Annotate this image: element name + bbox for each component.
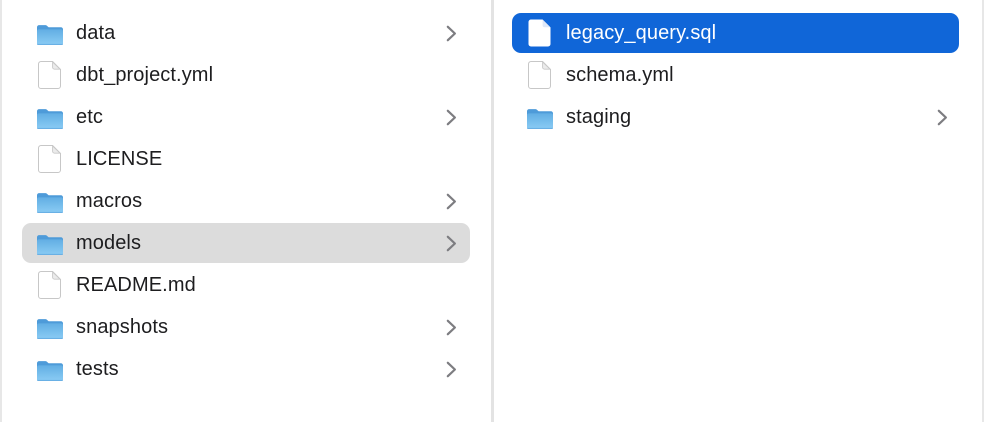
item-label: dbt_project.yml xyxy=(76,63,214,86)
item-label: etc xyxy=(76,105,103,128)
item-label: tests xyxy=(76,357,119,380)
list-item[interactable]: README.md xyxy=(22,265,470,305)
item-label: LICENSE xyxy=(76,147,163,170)
folder-icon xyxy=(36,355,64,383)
folder-icon xyxy=(36,229,64,257)
list-item[interactable]: etc xyxy=(22,97,470,137)
list-item[interactable]: models xyxy=(22,223,470,263)
column-divider[interactable] xyxy=(491,0,494,422)
chevron-right-icon xyxy=(446,25,457,42)
list-item[interactable]: dbt_project.yml xyxy=(22,55,470,95)
list-item[interactable]: staging xyxy=(512,97,959,137)
chevron-right-icon xyxy=(446,109,457,126)
item-label: data xyxy=(76,21,116,44)
list-item[interactable]: snapshots xyxy=(22,307,470,347)
chevron-right-icon xyxy=(937,109,948,126)
chevron-right-icon xyxy=(446,319,457,336)
document-icon xyxy=(36,61,64,89)
folder-icon xyxy=(526,103,554,131)
item-label: snapshots xyxy=(76,315,169,338)
column-right: legacy_query.sql schema.yml staging xyxy=(494,0,984,422)
item-label: legacy_query.sql xyxy=(566,21,717,44)
list-item[interactable]: tests xyxy=(22,349,470,389)
item-label: macros xyxy=(76,189,143,212)
list-item[interactable]: legacy_query.sql xyxy=(512,13,959,53)
list-item[interactable]: LICENSE xyxy=(22,139,470,179)
item-label: staging xyxy=(566,105,632,128)
item-label: README.md xyxy=(76,273,196,296)
folder-icon xyxy=(36,103,64,131)
chevron-right-icon xyxy=(446,361,457,378)
chevron-right-icon xyxy=(446,235,457,252)
folder-icon xyxy=(36,187,64,215)
item-label: models xyxy=(76,231,142,254)
document-icon xyxy=(36,145,64,173)
document-icon xyxy=(36,271,64,299)
list-item[interactable]: macros xyxy=(22,181,470,221)
item-label: schema.yml xyxy=(566,63,674,86)
list-item[interactable]: schema.yml xyxy=(512,55,959,95)
chevron-right-icon xyxy=(446,193,457,210)
folder-icon xyxy=(36,19,64,47)
folder-icon xyxy=(36,313,64,341)
document-icon xyxy=(526,61,554,89)
list-item[interactable]: data xyxy=(22,13,470,53)
document-icon xyxy=(526,19,554,47)
